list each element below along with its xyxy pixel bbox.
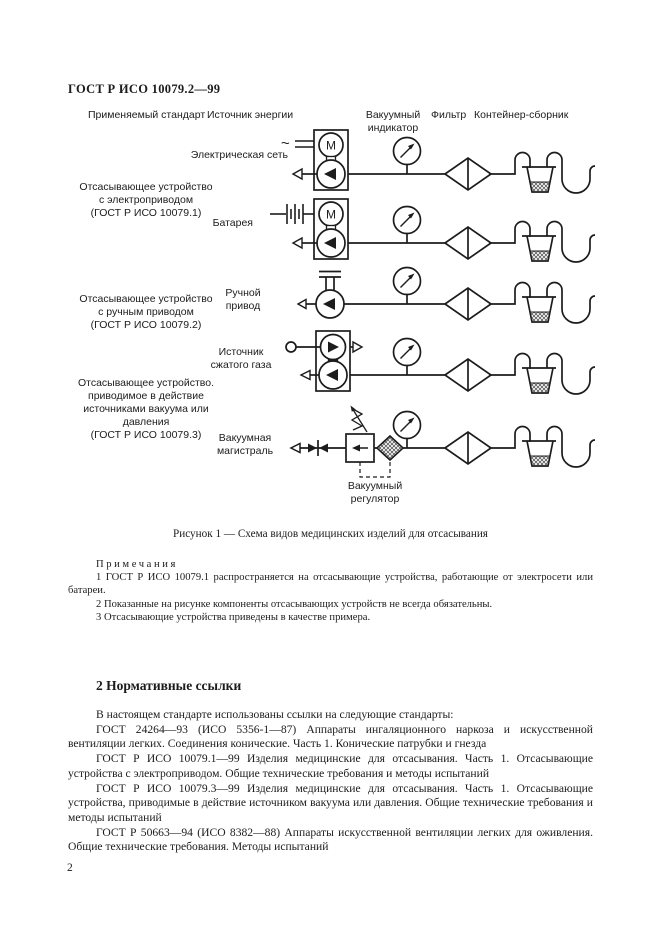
reference-item: ГОСТ 24264—93 (ИСО 5356-1—87) Аппараты и…	[68, 722, 593, 751]
reference-item: ГОСТ Р ИСО 10079.1—99 Изделия медицински…	[68, 752, 593, 780]
note-item: 1 ГОСТ Р ИСО 10079.1 распространяется на…	[68, 572, 593, 597]
row-vacuum-pipeline	[289, 405, 596, 478]
collection-container-icon	[488, 352, 596, 395]
page-number: 2	[67, 862, 73, 874]
vacuum-indicator-icon	[392, 266, 422, 305]
label-battery: Батарея	[212, 217, 253, 229]
references-block: В настоящем стандарте использованы ссылк…	[68, 708, 593, 855]
column-header-vacuum-indicator: Вакуумный индикатор	[365, 109, 421, 134]
figure-caption: Рисунок 1 — Схема видов медицинских изде…	[173, 528, 488, 540]
collection-container-icon	[488, 281, 596, 324]
row-gas-source	[285, 330, 596, 395]
section-heading: 2 Нормативные ссылки	[96, 678, 242, 693]
column-header-applied-standard: Применяемый стандарт	[88, 109, 206, 121]
vacuum-indicator-icon	[392, 205, 422, 244]
motor-pump-icon	[292, 129, 349, 191]
note-item: 2 Показанные на рисунке компоненты отсас…	[96, 598, 493, 610]
label-electric-mains: Электрическая сеть	[190, 149, 288, 161]
column-header-container: Контейнер-сборник	[474, 109, 569, 121]
paragraph: В настоящем стандарте использованы ссылк…	[96, 708, 454, 721]
label-vacuum-regulator: Вакуумный регулятор	[347, 480, 403, 505]
filter-icon	[444, 157, 492, 191]
ac-mains-icon: ~	[281, 135, 314, 152]
reference-item: ГОСТ Р 50663—94 (ИСО 8382—88) Аппараты и…	[68, 825, 593, 854]
hand-pump-icon	[297, 270, 345, 319]
device-label-vacuum-pressure: Отсасывающее устройство. приводимое в де…	[77, 377, 215, 441]
inline-filter-icon	[375, 434, 405, 462]
ac-tilde: ~	[281, 135, 290, 152]
collection-container-icon	[488, 425, 596, 468]
row-manual-drive	[297, 266, 596, 324]
note-item: 3 Отсасывающие устройства приведены в ка…	[96, 611, 371, 623]
notes-block: Примечания 1 ГОСТ Р ИСО 10079.1 распрост…	[68, 558, 593, 624]
filter-icon	[444, 358, 492, 392]
battery-icon	[270, 204, 314, 224]
dashed-group-bracket	[359, 460, 391, 478]
gas-ejector-icon	[285, 330, 364, 392]
collection-container-icon	[488, 220, 596, 263]
row-battery	[270, 198, 596, 263]
label-manual-drive: Ручной привод	[225, 287, 261, 312]
vacuum-regulator-icon	[345, 405, 375, 463]
shutoff-valve-icon	[289, 440, 328, 456]
vacuum-indicator-icon	[392, 337, 422, 376]
filter-icon	[444, 226, 492, 260]
collection-container-icon	[488, 151, 596, 194]
column-header-energy-source: Источник энергии	[207, 109, 294, 121]
vacuum-indicator-icon	[392, 136, 422, 175]
reference-item: ГОСТ Р ИСО 10079.3—99 Изделия медицински…	[68, 781, 593, 824]
motor-pump-icon	[292, 198, 349, 260]
device-label-electric: Отсасывающее устройство с электроприводо…	[79, 181, 213, 219]
notes-title: Примечания	[96, 559, 178, 570]
device-label-manual: Отсасывающее устройство с ручным приводо…	[79, 293, 213, 331]
standard-header: ГОСТ Р ИСО 10079.2—99	[68, 82, 221, 96]
label-vacuum-pipeline: Вакуумная магистраль	[216, 432, 274, 457]
row-electric-mains: ~	[281, 129, 596, 194]
filter-icon	[444, 431, 492, 465]
label-gas-source: Источник сжатого газа	[210, 346, 272, 371]
column-header-filter: Фильтр	[431, 109, 467, 121]
filter-icon	[444, 287, 492, 321]
